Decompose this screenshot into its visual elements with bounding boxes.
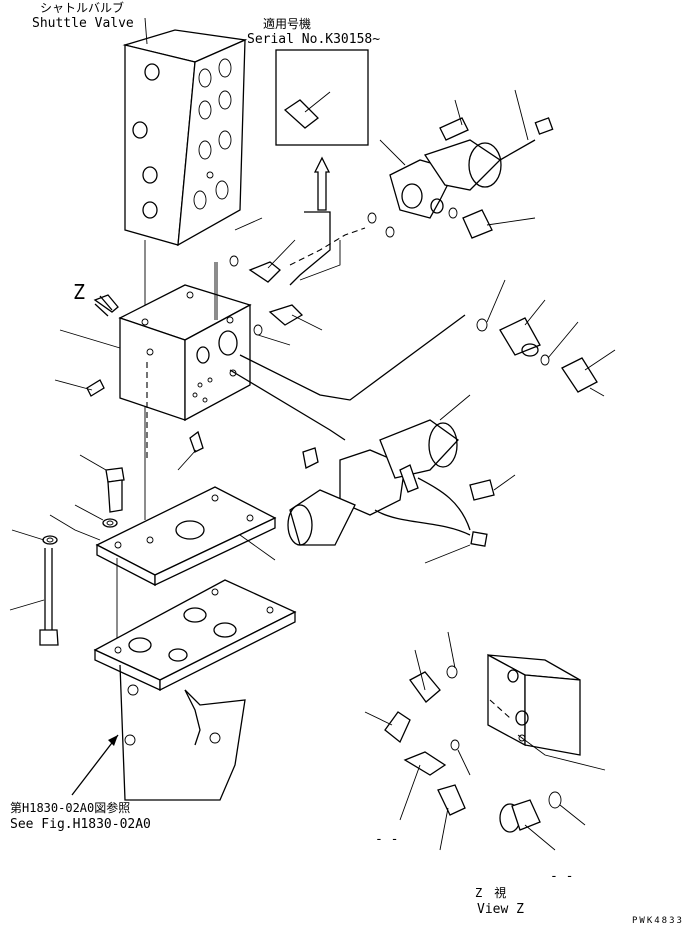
dash-mark-left: - - (375, 832, 399, 847)
shuttle-valve-drawing (122, 17, 248, 520)
view-z-label-en: View Z (477, 902, 524, 917)
view-z-label-jp: Z 視 (475, 886, 507, 900)
upper-solenoid-assembly (367, 89, 554, 239)
serial-label-jp: 適用号機 (263, 17, 312, 31)
serial-label-en: Serial No.K30158~ (247, 32, 381, 47)
shuttle-valve-label-en: Shuttle Valve (32, 16, 134, 31)
z-view-arrow (93, 294, 119, 317)
z-view-marker: Z (73, 280, 86, 304)
serial-inset (275, 49, 369, 286)
view-z-detail (364, 631, 606, 851)
main-valve-block (54, 284, 252, 471)
right-fittings (476, 279, 616, 397)
drawing-code: PWK4833 (632, 916, 684, 926)
reference-label-jp: 第H1830-02A0図参照 (10, 801, 131, 815)
reference-label-en: See Fig.H1830-02A0 (10, 817, 151, 832)
mounting-plate (95, 486, 277, 640)
bolts-and-washers (9, 454, 125, 646)
reference-arrow (71, 734, 119, 796)
block-fittings (248, 239, 323, 346)
dash-mark-right: - - (550, 869, 574, 884)
mounting-bracket (93, 579, 297, 801)
middle-solenoid-assembly (287, 394, 516, 564)
shuttle-valve-label-jp: シャトルバルブ (40, 1, 125, 15)
